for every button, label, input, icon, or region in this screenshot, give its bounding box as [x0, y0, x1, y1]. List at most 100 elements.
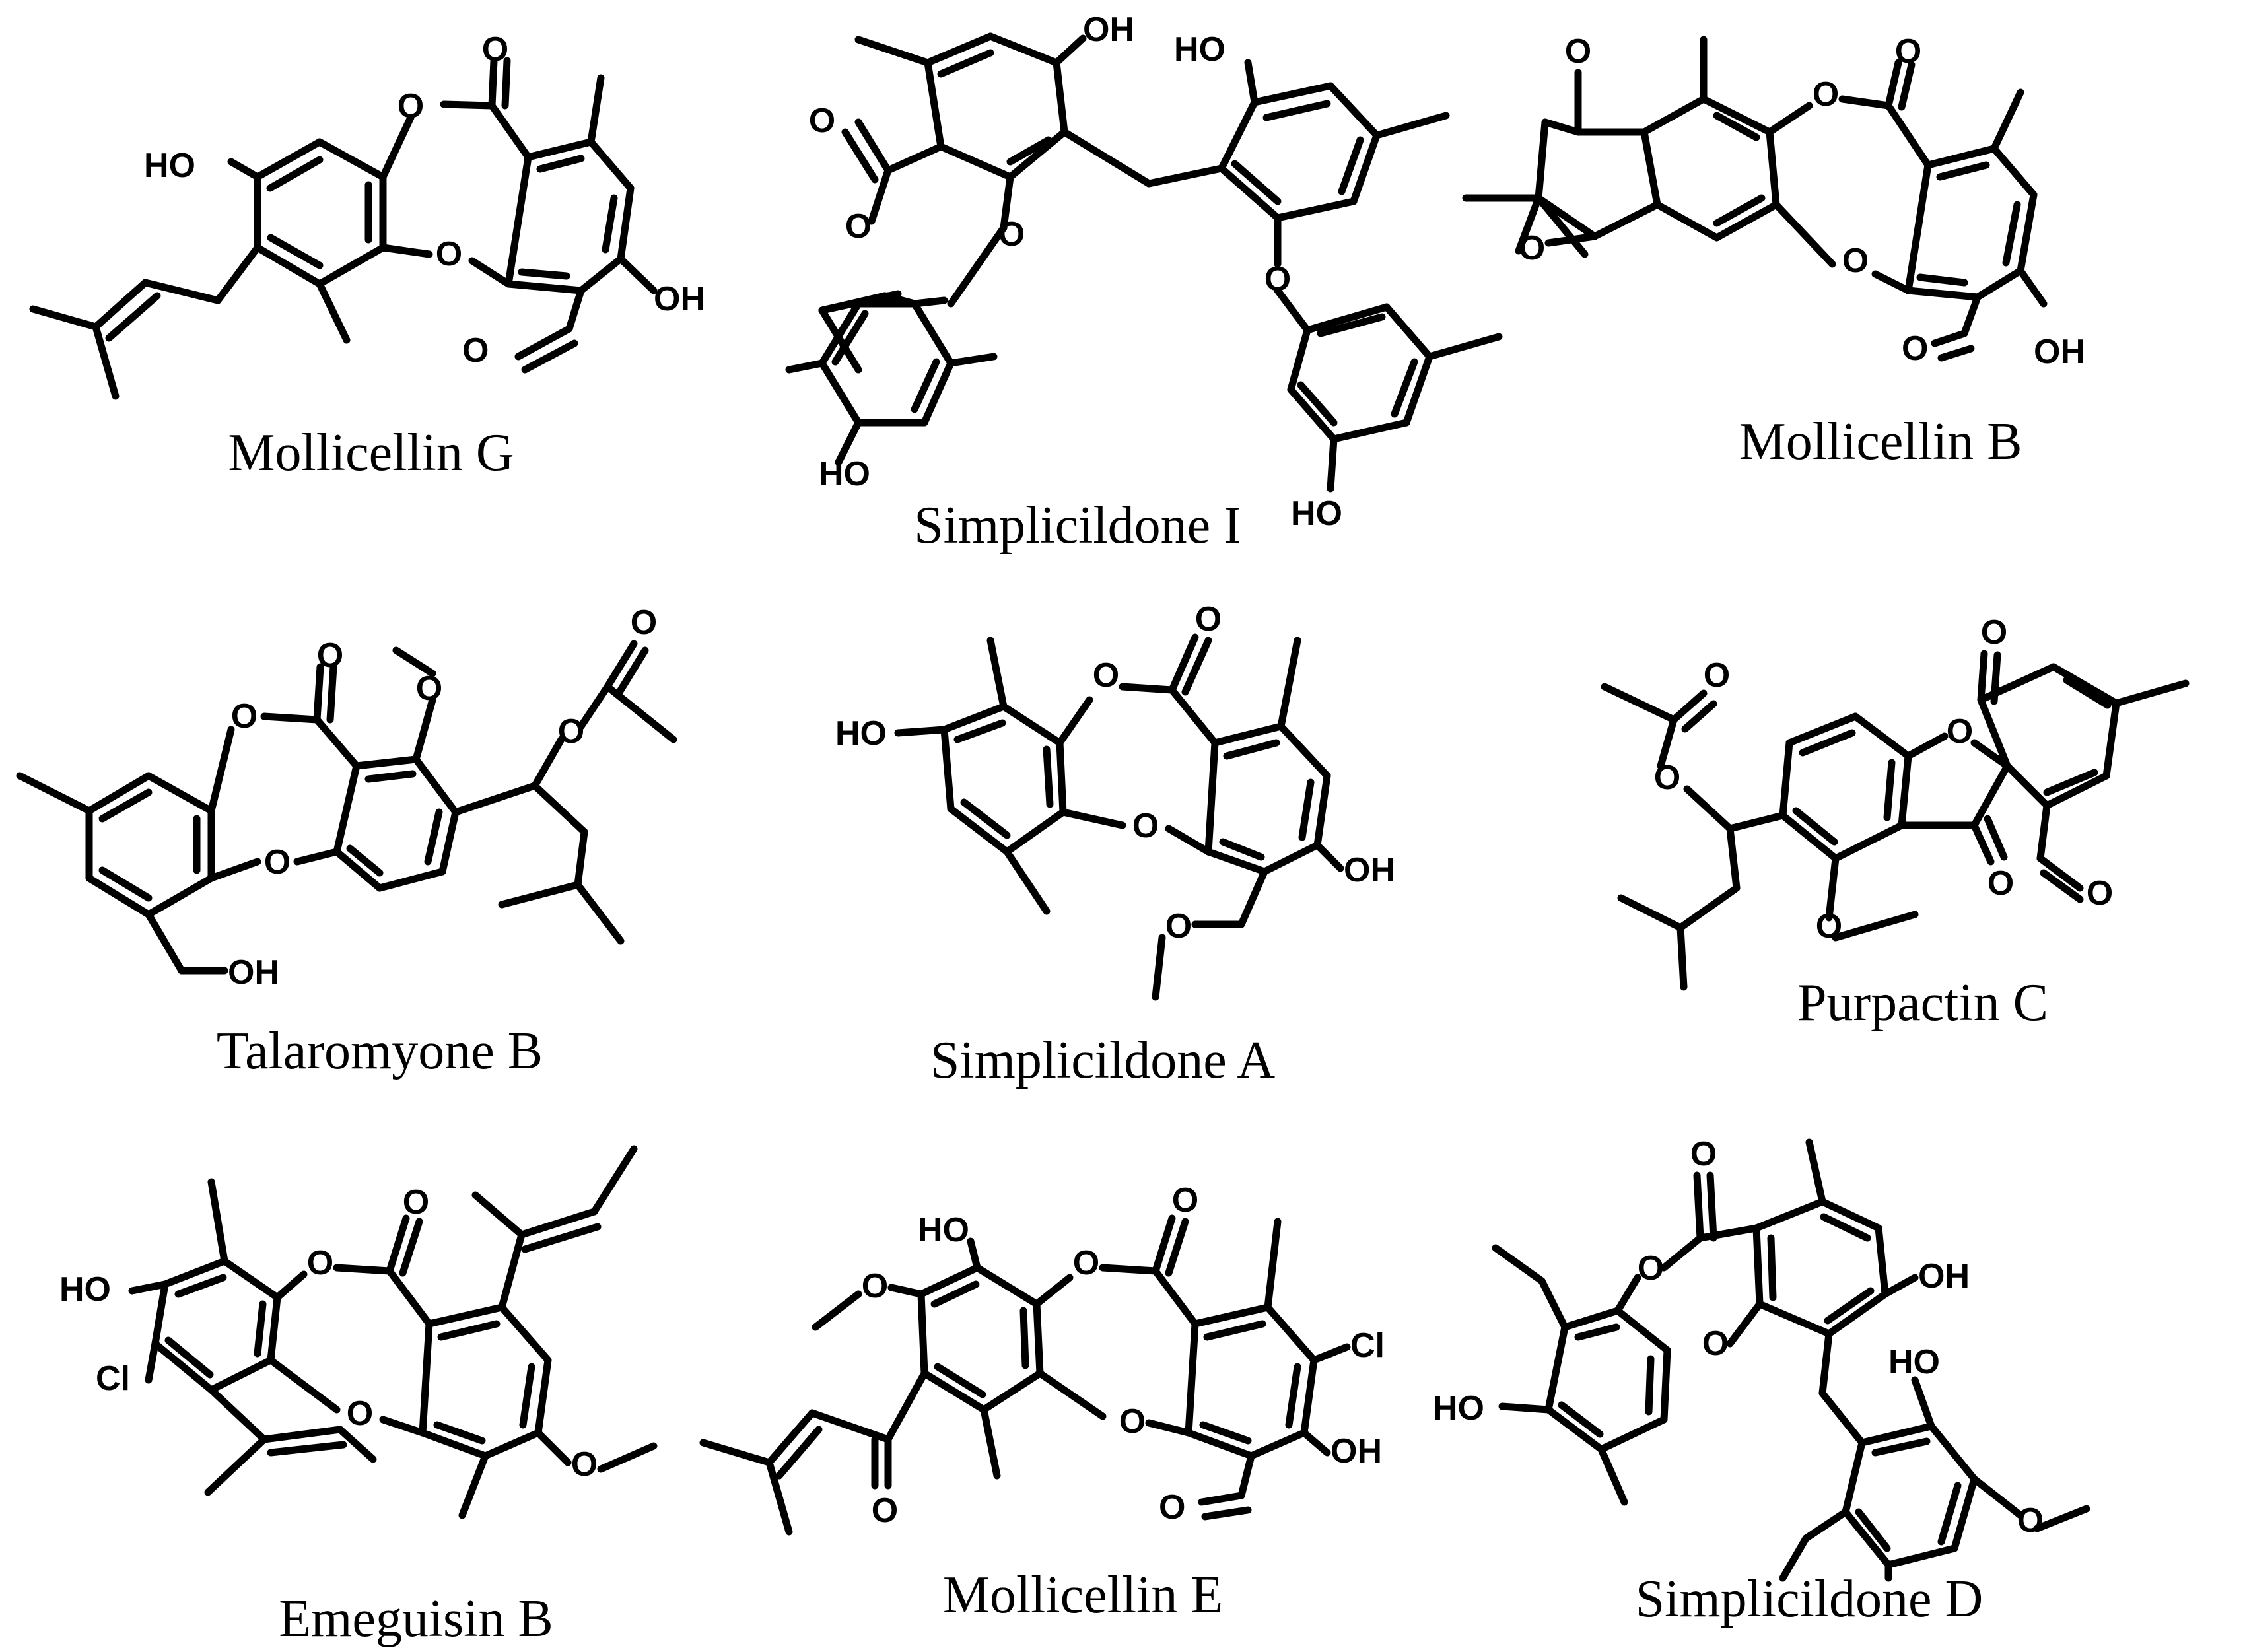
compound-name: Mollicellin G: [228, 424, 514, 482]
atom-label: O: [1987, 864, 2014, 903]
compound-name: Mollicellin B: [1739, 413, 2022, 471]
structure-simplicildone-d: O O O OH HO HO O Simplicildone D: [1433, 1135, 2090, 1628]
atom-label: OH: [2034, 333, 2085, 371]
atom-label: OH: [1918, 1257, 1970, 1295]
atom-labels: O O O OH HO HO O HO: [809, 11, 1342, 533]
atom-label: O: [631, 603, 657, 642]
structure-mollicellin-g: O O O HO OH O Mollicellin G: [29, 30, 705, 482]
atom-label: O: [307, 1244, 333, 1282]
atom-labels: O O O O O O OH: [228, 603, 657, 992]
atom-label: O: [231, 697, 258, 736]
atom-label: O: [1947, 712, 1973, 751]
bonds: [128, 1145, 658, 1519]
atom-label: OH: [1330, 1432, 1382, 1470]
compound-name: Talaromyone B: [217, 1022, 543, 1080]
bonds: [699, 1214, 1351, 1536]
atom-label: OH: [1344, 851, 1395, 889]
atom-label: O: [1895, 32, 1921, 71]
atom-label: HO: [59, 1270, 111, 1309]
compound-name: Simplicildone A: [930, 1031, 1275, 1089]
atom-label: O: [1565, 32, 1591, 71]
atom-label: O: [1704, 656, 1730, 695]
atom-label: O: [2087, 874, 2113, 912]
atom-label: O: [1073, 1244, 1099, 1282]
atom-label: O: [1165, 907, 1192, 946]
bonds: [16, 640, 677, 975]
atom-label: O: [1981, 613, 2007, 652]
atom-label: O: [809, 102, 835, 140]
atom-label: HO: [1888, 1343, 1940, 1381]
compound-name: Simplicildone D: [1636, 1570, 1984, 1628]
structure-purpactin-c: O O O O O O O Purpactin C: [1601, 613, 2190, 1032]
atom-label: Cl: [1350, 1326, 1385, 1365]
atom-label: O: [1902, 329, 1928, 368]
atom-label: O: [1638, 1249, 1664, 1288]
atom-label: O: [571, 1445, 598, 1484]
atom-label: O: [1816, 907, 1842, 946]
atom-label: O: [1172, 1181, 1198, 1220]
structure-emeguisin-b: O O O HO Cl O Emeguisin B: [59, 1145, 658, 1648]
bonds: [1492, 1138, 2090, 1582]
atom-label: O: [347, 1394, 373, 1433]
atom-label: O: [1690, 1135, 1717, 1173]
atom-labels: O O O HO OH O: [144, 30, 705, 370]
atom-label: O: [1264, 260, 1291, 298]
atom-label: O: [1093, 656, 1119, 695]
atom-label: O: [1519, 229, 1545, 267]
atom-label: O: [317, 637, 343, 675]
atom-label: O: [403, 1183, 429, 1222]
atom-label: OH: [1083, 11, 1134, 49]
compound-name: Mollicellin E: [943, 1566, 1223, 1624]
atom-label: HO: [1174, 30, 1226, 69]
atom-label: O: [558, 712, 584, 751]
atom-label: O: [998, 215, 1025, 254]
atom-labels: O O O O O O O: [1654, 613, 2113, 946]
atom-labels: O O O HO Cl O: [59, 1183, 598, 1484]
atom-label: O: [462, 331, 489, 370]
structure-simplicildone-i: O O O OH HO HO O HO Simplicildone I: [785, 11, 1503, 555]
atom-labels: O O O O O O OH: [1519, 32, 2085, 371]
bonds: [785, 32, 1503, 493]
atom-label: HO: [1291, 495, 1342, 533]
atom-labels: O O O OH HO HO O: [1433, 1135, 2044, 1540]
atom-label: O: [1654, 759, 1680, 797]
atom-label: O: [2017, 1501, 2044, 1540]
bonds: [1462, 36, 2048, 362]
atom-label: HO: [144, 147, 195, 185]
atom-label: O: [1119, 1402, 1146, 1441]
compound-name: Emeguisin B: [279, 1590, 553, 1648]
atom-label: O: [862, 1267, 888, 1305]
atom-label: HO: [819, 455, 870, 493]
atom-label: HO: [1433, 1389, 1484, 1428]
atom-label: O: [482, 30, 508, 69]
atom-label: O: [416, 670, 442, 708]
atom-labels: HO O O O O Cl OH O O: [862, 1181, 1385, 1530]
structure-mollicellin-b: O O O O O O OH Mollicellin B: [1462, 32, 2085, 471]
atom-label: O: [264, 843, 291, 881]
atom-label: O: [872, 1492, 898, 1530]
atom-label: O: [1702, 1325, 1729, 1363]
atom-label: O: [1159, 1488, 1185, 1527]
atom-label: O: [1195, 600, 1222, 638]
structure-talaromyone-b: O O O O O O OH Talaromyone B: [16, 603, 677, 1080]
atom-label: O: [436, 235, 462, 273]
structure-mollicellin-e: HO O O O O Cl OH O O Mollicellin E: [699, 1181, 1385, 1624]
compound-name: Simplicildone I: [914, 497, 1241, 555]
compound-name: Purpactin C: [1797, 974, 2048, 1032]
structure-simplicildone-a: O O O HO OH O Simplicildone A: [835, 600, 1395, 1089]
atom-label: HO: [918, 1211, 969, 1249]
bonds: [29, 57, 658, 400]
atom-label: O: [1813, 75, 1839, 114]
atom-label: O: [1842, 242, 1869, 280]
bonds: [1601, 650, 2190, 991]
atom-labels: O O O HO OH O: [835, 600, 1395, 946]
atom-label: HO: [835, 714, 887, 753]
atom-label: O: [1132, 807, 1159, 845]
bonds: [894, 633, 1344, 1001]
atom-label: OH: [654, 280, 705, 318]
atom-label: Cl: [96, 1359, 130, 1398]
atom-label: OH: [228, 953, 279, 992]
atom-label: O: [845, 207, 872, 246]
atom-label: O: [397, 87, 424, 125]
